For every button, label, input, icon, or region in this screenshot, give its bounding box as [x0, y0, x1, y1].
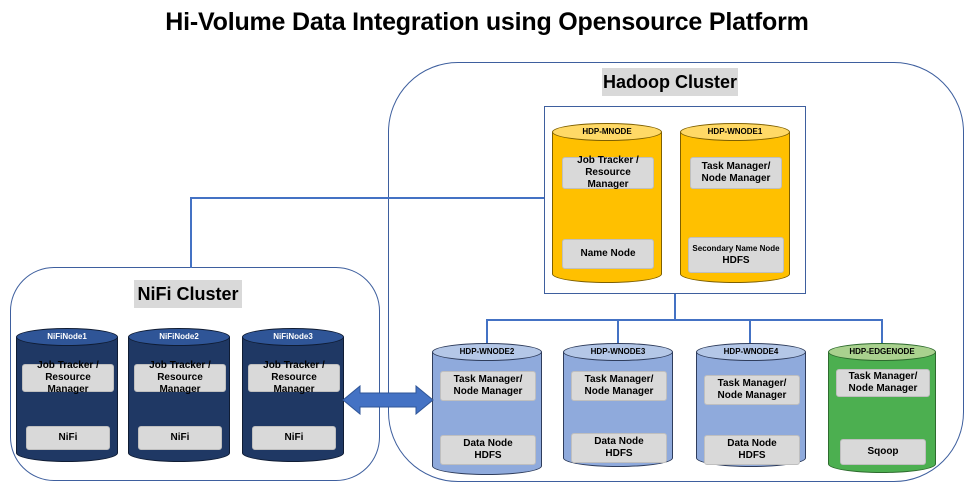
service-label: Job Tracker / Resource Manager [22, 360, 114, 395]
storage-label: Name Node [562, 239, 654, 269]
storage-label: Data Node HDFS [571, 433, 667, 463]
node-name: HDP-WNODE4 [696, 343, 806, 361]
app-label: NiFi [26, 426, 110, 450]
node-name: NiFiNode1 [16, 328, 118, 346]
node-name: HDP-WNODE1 [680, 123, 790, 141]
service-label: Job Tracker / Resource Manager [134, 360, 226, 395]
connector-line [486, 319, 488, 343]
node-nifinode3: NiFiNode3 Job Tracker / Resource Manager… [242, 328, 344, 462]
connector-line [190, 197, 545, 199]
node-name: HDP-WNODE3 [563, 343, 673, 361]
connector-line [617, 319, 619, 343]
service-label: Task Manager/ Node Manager [440, 371, 536, 401]
service-label: Task Manager/ Node Manager [836, 369, 930, 397]
node-name: HDP-MNODE [552, 123, 662, 141]
connector-line [881, 319, 883, 343]
node-hdp-wnode2: HDP-WNODE2 Task Manager/ Node Manager Da… [432, 343, 542, 475]
storage-label: Data Node HDFS [440, 435, 536, 465]
nifi-cluster-label: NiFi Cluster [134, 280, 242, 308]
storage-label: Data Node HDFS [704, 435, 800, 465]
node-name: HDP-EDGENODE [828, 343, 936, 361]
node-nifinode2: NiFiNode2 Job Tracker / Resource Manager… [128, 328, 230, 462]
node-name: HDP-WNODE2 [432, 343, 542, 361]
node-hdp-mnode: HDP-MNODE Job Tracker / Resource Manager… [552, 123, 662, 283]
service-label: Task Manager/ Node Manager [690, 157, 782, 189]
app-label: NiFi [138, 426, 222, 450]
connector-line [486, 319, 882, 321]
tool-label: Sqoop [840, 439, 926, 465]
bidirectional-arrow-icon [342, 385, 434, 415]
connector-line [190, 197, 192, 268]
page-title: Hi-Volume Data Integration using Opensou… [165, 8, 809, 36]
node-nifinode1: NiFiNode1 Job Tracker / Resource Manager… [16, 328, 118, 462]
service-label: Task Manager/ Node Manager [704, 375, 800, 405]
node-hdp-edgenode: HDP-EDGENODE Task Manager/ Node Manager … [828, 343, 936, 473]
node-hdp-wnode3: HDP-WNODE3 Task Manager/ Node Manager Da… [563, 343, 673, 467]
connector-line [749, 319, 751, 343]
node-name: NiFiNode2 [128, 328, 230, 346]
node-hdp-wnode1: HDP-WNODE1 Task Manager/ Node Manager Se… [680, 123, 790, 283]
node-name: NiFiNode3 [242, 328, 344, 346]
service-label: Task Manager/ Node Manager [571, 371, 667, 401]
service-label: Job Tracker / Resource Manager [248, 360, 340, 395]
service-label: Job Tracker / Resource Manager [562, 155, 654, 190]
app-label: NiFi [252, 426, 336, 450]
node-hdp-wnode4: HDP-WNODE4 Task Manager/ Node Manager Da… [696, 343, 806, 467]
hadoop-cluster-label: Hadoop Cluster [602, 68, 738, 96]
connector-line [674, 292, 676, 320]
storage-label: Secondary Name Node HDFS [688, 237, 784, 273]
